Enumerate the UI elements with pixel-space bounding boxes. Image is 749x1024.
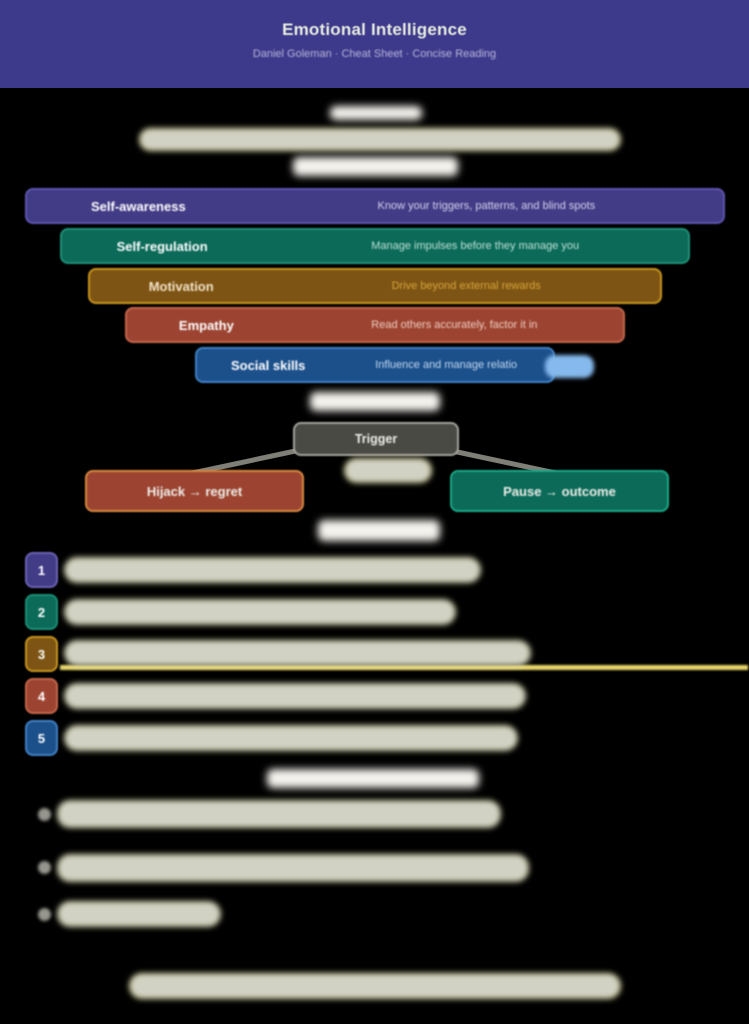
trigger-box: Trigger [293, 422, 459, 456]
pyramid-bar-self-regulation: Self-regulation Manage impulses before t… [60, 228, 690, 264]
bullet-icon [38, 908, 51, 921]
list-number-5: 5 [25, 720, 58, 756]
highlight-blob [545, 355, 594, 378]
number-label: 2 [37, 604, 46, 620]
page-subtitle: Daniel Goleman · Cheat Sheet · Concise R… [252, 48, 497, 60]
pause-outcome-box: Pause → outcome [450, 470, 669, 512]
bar-label: Empathy [178, 317, 234, 333]
redacted-section-heading-4 [318, 520, 440, 541]
bar-description: Influence and manage relatio [375, 359, 518, 371]
number-label: 3 [37, 646, 46, 662]
redacted-section-heading-3 [310, 392, 440, 411]
yellow-highlight-line [60, 665, 748, 670]
hijack-regret-box: Hijack → regret [85, 470, 304, 512]
redacted-list-line-5 [65, 726, 517, 750]
number-label: 1 [37, 562, 46, 578]
trigger-label: Trigger [354, 432, 398, 446]
redacted-list-line-2 [65, 600, 455, 624]
list-number-2: 2 [25, 594, 58, 630]
redacted-flow-word [345, 459, 431, 482]
redacted-section-heading-1 [330, 106, 422, 120]
bar-description: Manage impulses before they manage you [371, 240, 580, 252]
bar-description: Read others accurately, factor it in [371, 319, 538, 331]
bar-label: Social skills [230, 357, 306, 373]
redacted-list-line-1 [65, 558, 480, 582]
bar-description: Know your triggers, patterns, and blind … [377, 200, 596, 212]
redacted-footer-line [130, 974, 620, 998]
bar-description: Drive beyond external rewards [391, 280, 541, 292]
hijack-label: Hijack → regret [146, 483, 243, 499]
number-label: 5 [37, 730, 46, 746]
redacted-list-line-4 [65, 684, 525, 708]
pyramid-bar-self-awareness: Self-awareness Know your triggers, patte… [25, 188, 725, 224]
redacted-intro-line [140, 129, 620, 150]
redacted-bullet-line-3 [58, 902, 220, 926]
pause-label: Pause → outcome [503, 483, 616, 499]
redacted-section-heading-5 [267, 769, 479, 788]
redacted-bullet-line-1 [58, 801, 500, 827]
redacted-section-heading-2 [293, 157, 458, 176]
list-number-3: 3 [25, 636, 58, 672]
page-title: Emotional Intelligence [282, 20, 467, 39]
redacted-list-line-3 [65, 641, 530, 665]
header-band: Emotional Intelligence Daniel Goleman · … [0, 0, 749, 88]
pyramid-bar-social-skills: Social skills Influence and manage relat… [195, 347, 555, 383]
number-label: 4 [37, 688, 46, 704]
list-number-1: 1 [25, 552, 58, 588]
bullet-icon [38, 861, 51, 874]
list-number-4: 4 [25, 678, 58, 714]
bar-label: Self-regulation [116, 238, 208, 254]
bullet-icon [38, 808, 51, 821]
pyramid-bar-empathy: Empathy Read others accurately, factor i… [125, 307, 625, 343]
pyramid-bar-motivation: Motivation Drive beyond external rewards [88, 268, 662, 304]
bar-label: Motivation [148, 278, 214, 294]
bar-label: Self-awareness [91, 198, 186, 214]
redacted-bullet-line-2 [58, 855, 528, 881]
